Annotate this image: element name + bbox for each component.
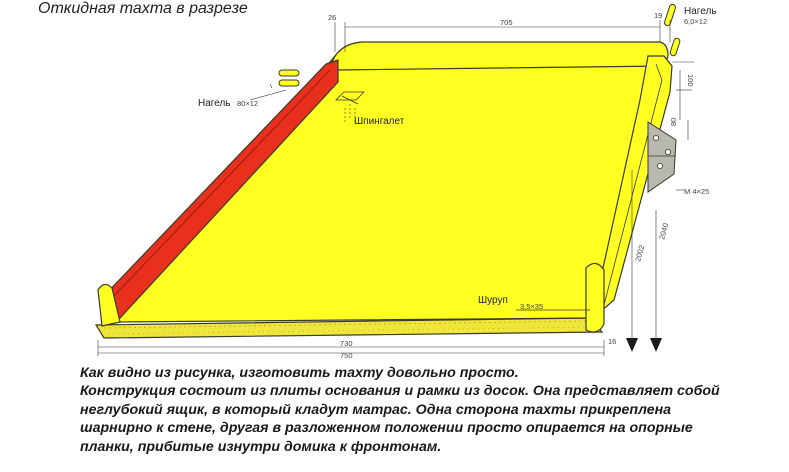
shpingalet-label: Шпингалет bbox=[354, 116, 405, 127]
dim-705: 705 bbox=[500, 18, 513, 27]
dim-2040: 2040 bbox=[657, 222, 670, 240]
bolt-label: М 4×25 bbox=[684, 187, 709, 196]
shurup-size: 3,5×35 bbox=[520, 302, 543, 311]
base-plate bbox=[94, 317, 604, 339]
back-board bbox=[329, 41, 669, 71]
shpingalet-icon bbox=[335, 91, 365, 124]
caption-line: планки, прибитые изнутри домика к фронто… bbox=[80, 438, 442, 455]
dim-19: 19 bbox=[654, 11, 662, 20]
arrow-down-left bbox=[626, 338, 638, 352]
nagel-left-icon bbox=[249, 69, 300, 101]
box-floor bbox=[115, 55, 651, 323]
dim-2002: 2002 bbox=[633, 244, 646, 262]
nagel-left-size: 80×12 bbox=[237, 99, 258, 108]
dim-750: 750 bbox=[340, 351, 353, 360]
front-right-board bbox=[585, 262, 605, 333]
shurup-label: Шуруп bbox=[478, 295, 508, 306]
dim-80: 80 bbox=[669, 118, 678, 126]
nagel-left-label: Нагель bbox=[198, 98, 231, 109]
nagel-right-label: Нагель bbox=[684, 6, 717, 17]
right-side-board bbox=[595, 55, 673, 314]
nagel-right-size: 6,0×12 bbox=[684, 17, 707, 26]
front-left-post bbox=[97, 283, 121, 327]
caption-text: Как видно из рисунка, изготовить тахту д… bbox=[80, 364, 780, 456]
dim-730: 730 bbox=[340, 339, 353, 348]
nagel-right-icon bbox=[664, 3, 681, 57]
bed-section-drawing: Нагель 80×12 Шпингалет Нагель 6,0×12 М 4… bbox=[94, 3, 717, 360]
dimension-lines bbox=[97, 20, 694, 356]
diagram-title: Откидная тахта в разрезе bbox=[38, 0, 248, 17]
dim-100: 100 bbox=[686, 74, 695, 87]
arrow-down-right bbox=[650, 338, 662, 352]
caption-line: Конструкция состоит из плиты основания и… bbox=[80, 383, 720, 400]
dim-26: 26 bbox=[328, 13, 336, 22]
caption-line: Как видно из рисунка, изготовить тахту д… bbox=[80, 365, 519, 381]
caption-line: шарнирно к стене, другая в разложенном п… bbox=[80, 420, 693, 437]
caption-line: неглубокий ящик, в который кладут матрас… bbox=[80, 401, 672, 418]
hinge-icon bbox=[647, 121, 677, 193]
dim-16: 16 bbox=[608, 337, 616, 346]
